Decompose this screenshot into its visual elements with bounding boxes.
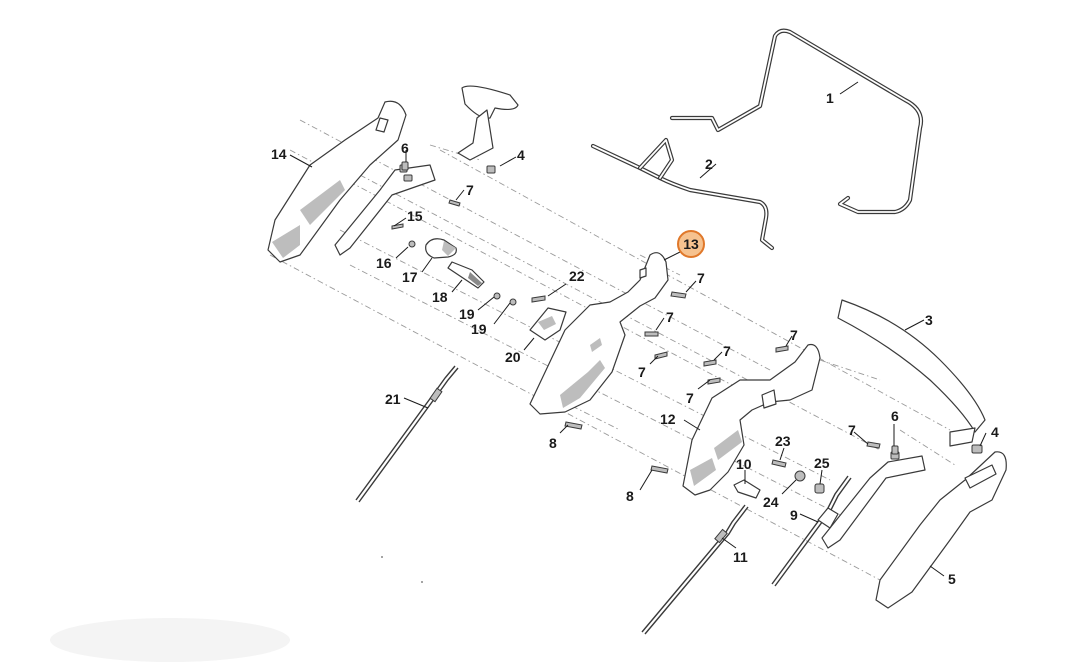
callout-13-highlight[interactable]: 13 bbox=[677, 230, 705, 258]
part-7-screw-f[interactable] bbox=[703, 359, 717, 367]
scan-artifacts bbox=[50, 556, 423, 662]
callout-23: 23 bbox=[775, 433, 791, 449]
part-7-screw-c[interactable] bbox=[644, 331, 659, 337]
part-11-cable[interactable] bbox=[641, 504, 749, 635]
highlight-circle bbox=[677, 230, 705, 258]
callout-21: 21 bbox=[385, 391, 401, 407]
callout-1: 1 bbox=[826, 90, 834, 106]
part-16-washer[interactable] bbox=[408, 240, 416, 248]
callout-19-a: 19 bbox=[459, 306, 475, 322]
part-9-cable[interactable] bbox=[771, 475, 852, 587]
part-7-screw-d[interactable] bbox=[654, 351, 668, 360]
callout-14: 14 bbox=[271, 146, 287, 162]
callout-19-b: 19 bbox=[471, 321, 487, 337]
callout-7-h: 7 bbox=[848, 422, 856, 438]
callout-4-left: 4 bbox=[517, 147, 525, 163]
part-19-washer-b[interactable] bbox=[509, 298, 517, 306]
callout-7-c: 7 bbox=[666, 309, 674, 325]
part-6-screw-right[interactable] bbox=[891, 445, 899, 455]
part-7-screw-a[interactable] bbox=[448, 199, 461, 207]
part-19-washer-a[interactable] bbox=[493, 292, 501, 300]
callout-20: 20 bbox=[505, 349, 521, 365]
callout-8-right: 8 bbox=[626, 488, 634, 504]
callout-7-g: 7 bbox=[686, 390, 694, 406]
callout-11: 11 bbox=[733, 549, 748, 565]
callout-2: 2 bbox=[705, 156, 713, 172]
callout-7-f: 7 bbox=[723, 343, 731, 359]
callout-16: 16 bbox=[376, 255, 392, 271]
part-10-lever[interactable] bbox=[733, 479, 761, 499]
callout-10: 10 bbox=[736, 456, 752, 472]
part-3-right-handle-tube[interactable] bbox=[837, 299, 986, 447]
part-7-screw-b[interactable] bbox=[670, 291, 687, 299]
part-25-spacer[interactable] bbox=[814, 483, 825, 494]
callout-25: 25 bbox=[814, 455, 830, 471]
part-20-switch-box[interactable] bbox=[529, 307, 567, 341]
callout-12: 12 bbox=[660, 411, 676, 427]
part-23-screw[interactable] bbox=[771, 459, 787, 468]
callout-3: 3 bbox=[925, 312, 933, 328]
part-12-right-side-cover[interactable] bbox=[682, 343, 821, 496]
callout-7-a: 7 bbox=[466, 182, 474, 198]
callout-leaders bbox=[289, 81, 987, 577]
callout-9: 9 bbox=[790, 507, 798, 523]
callout-4-right: 4 bbox=[991, 424, 999, 440]
part-1-upper-handle[interactable] bbox=[669, 28, 924, 215]
callout-22: 22 bbox=[569, 268, 585, 284]
callout-6-right: 6 bbox=[891, 408, 899, 424]
callout-18: 18 bbox=[432, 289, 448, 305]
part-2-control-bail[interactable] bbox=[590, 137, 775, 251]
part-18-lock-lever[interactable] bbox=[447, 261, 485, 289]
callout-8-left: 8 bbox=[549, 435, 557, 451]
callout-labels: 1 2 3 4 4 5 6 6 7 7 7 7 7 7 7 7 7 8 8 9 … bbox=[271, 90, 999, 587]
callout-13: 13 bbox=[683, 236, 699, 252]
part-6-screw-left[interactable] bbox=[401, 161, 409, 171]
callout-15: 15 bbox=[407, 208, 423, 224]
callout-7-b: 7 bbox=[697, 270, 705, 286]
part-22-screw[interactable] bbox=[531, 295, 546, 303]
part-7-screw-h[interactable] bbox=[866, 441, 881, 449]
part-5-right-side-cover[interactable] bbox=[875, 451, 1007, 609]
callout-24: 24 bbox=[763, 494, 779, 510]
part-15-screw[interactable] bbox=[391, 223, 404, 230]
part-24-bushing[interactable] bbox=[794, 470, 806, 482]
callout-17: 17 bbox=[402, 269, 418, 285]
part-7-screw-e[interactable] bbox=[775, 345, 789, 353]
part-7-screw-g[interactable] bbox=[707, 377, 721, 385]
part-17-knob-cap[interactable] bbox=[425, 238, 457, 259]
part-4-pin-left[interactable] bbox=[457, 85, 519, 174]
callout-7-d: 7 bbox=[638, 364, 646, 380]
right-frame-bracket[interactable] bbox=[821, 451, 926, 549]
callout-6-left: 6 bbox=[401, 140, 409, 156]
part-8-screw-right[interactable] bbox=[650, 465, 669, 474]
part-14-left-side-cover[interactable] bbox=[267, 100, 407, 263]
part-21-cable[interactable] bbox=[355, 365, 459, 503]
part-13-center-side-cover[interactable] bbox=[529, 252, 669, 415]
part-4-pin-right[interactable] bbox=[971, 444, 983, 454]
callout-5: 5 bbox=[948, 571, 956, 587]
callout-7-e: 7 bbox=[790, 327, 798, 343]
part-8-screw-left[interactable] bbox=[564, 421, 583, 430]
